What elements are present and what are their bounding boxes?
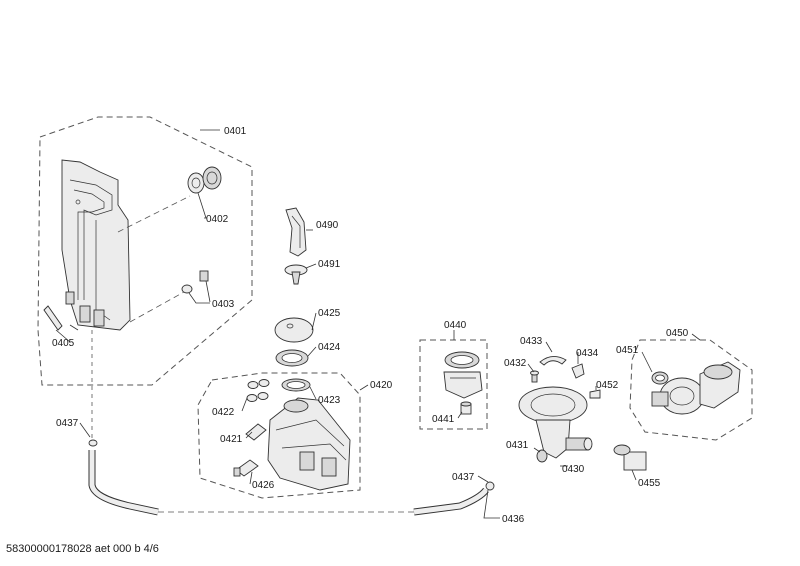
part-0491-cap <box>284 264 308 285</box>
group-outline-0420 <box>197 372 361 499</box>
label-0437-left: 0437 <box>56 418 79 429</box>
part-0420-sump <box>267 397 351 491</box>
document-id: 58300000178028 aet 000 b 4/6 <box>6 543 159 555</box>
label-0491: 0491 <box>318 259 341 270</box>
part-0433-bracket <box>539 356 567 366</box>
label-0430: 0430 <box>562 464 585 475</box>
part-0440-pump-lid <box>443 351 483 399</box>
part-0441-valve <box>460 401 472 415</box>
label-0423: 0423 <box>318 395 341 406</box>
part-0421-clip <box>245 423 267 441</box>
part-0432-screw <box>530 370 539 383</box>
part-0431-seal <box>536 449 548 463</box>
part-0437-clamp-right <box>485 481 495 491</box>
part-0455-pressure-switch <box>613 444 647 471</box>
label-0424: 0424 <box>318 342 341 353</box>
label-0450: 0450 <box>666 328 689 339</box>
part-0422-rings <box>246 379 270 402</box>
label-0426: 0426 <box>252 480 275 491</box>
label-0436: 0436 <box>502 514 525 525</box>
part-0430-pump-housing <box>518 386 593 459</box>
label-0420: 0420 <box>370 380 393 391</box>
part-0426-sensor <box>233 459 259 477</box>
label-0452: 0452 <box>596 380 619 391</box>
leader-lines <box>55 129 701 519</box>
group-outline-0440 <box>419 339 488 430</box>
part-0490-funnel <box>285 207 307 257</box>
part-0401-panel <box>61 159 131 331</box>
part-0451-clamp <box>651 371 669 385</box>
label-0441: 0441 <box>432 414 455 425</box>
part-0403-nozzle <box>181 270 209 294</box>
label-0405: 0405 <box>52 338 75 349</box>
label-0431: 0431 <box>506 440 529 451</box>
label-0422: 0422 <box>212 407 235 418</box>
label-0490: 0490 <box>316 220 339 231</box>
group-outline-0450 <box>629 339 753 441</box>
part-0402-seal <box>187 166 222 194</box>
part-labels: 0401 0402 0403 0405 0490 0491 0425 0424 … <box>52 126 689 525</box>
label-0421: 0421 <box>220 434 243 445</box>
part-0434-clip <box>571 363 585 379</box>
label-0403: 0403 <box>212 299 235 310</box>
label-0434: 0434 <box>576 348 599 359</box>
label-0440: 0440 <box>444 320 467 331</box>
label-0455: 0455 <box>638 478 661 489</box>
part-0452-clip <box>589 389 601 399</box>
part-0450-pump <box>651 361 741 415</box>
label-0451: 0451 <box>616 345 639 356</box>
label-0401: 0401 <box>224 126 247 137</box>
part-0424-seal <box>275 349 309 367</box>
part-0405-strip <box>43 305 63 331</box>
label-0437-right: 0437 <box>452 472 475 483</box>
label-0433: 0433 <box>520 336 543 347</box>
part-0423-seal <box>281 378 311 392</box>
part-0437-hose-left <box>88 439 489 516</box>
label-0402: 0402 <box>206 214 229 225</box>
part-0425-lid <box>274 317 314 343</box>
label-0425: 0425 <box>318 308 341 319</box>
label-0432: 0432 <box>504 358 527 369</box>
